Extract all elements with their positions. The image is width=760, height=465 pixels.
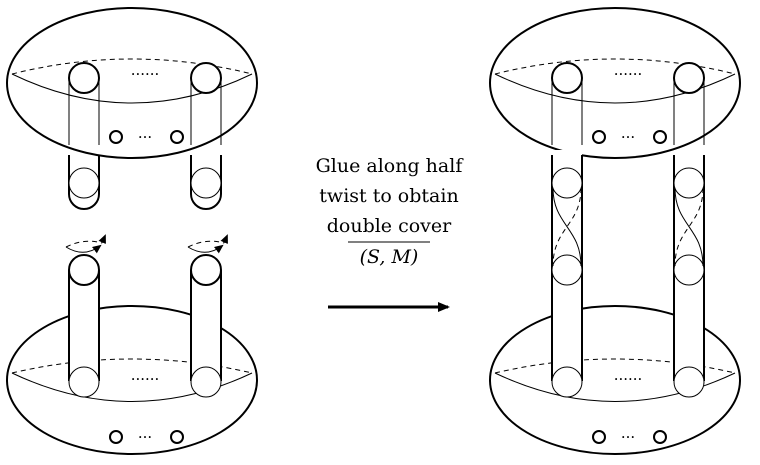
right-tube-left	[551, 62, 583, 398]
tube-mouth	[190, 62, 222, 94]
caption-line-4: (S, M)	[360, 246, 419, 268]
puncture-ellipsis: ···	[138, 128, 152, 146]
left-bottom-tube-right	[190, 254, 222, 398]
right-tube-right	[673, 62, 705, 398]
right-top-body	[489, 7, 741, 159]
puncture-marker	[653, 430, 667, 444]
tube-base-circle	[68, 366, 100, 398]
tube-end-circle	[190, 254, 222, 286]
left-bottom-punctures: ···	[109, 428, 184, 446]
left-top-surface: ······ ···	[6, 7, 258, 210]
tube-base-circle	[673, 366, 705, 398]
right-bottom-front-rim	[494, 372, 736, 402]
puncture-marker	[170, 430, 184, 444]
tube-circle	[673, 167, 705, 199]
twist-arrow-left	[65, 234, 106, 254]
left-top-tube-left	[68, 62, 100, 210]
tube-circle	[551, 167, 583, 199]
puncture-ellipsis: ···	[138, 428, 152, 446]
left-top-back-rim	[11, 58, 253, 75]
puncture-marker	[592, 430, 606, 444]
half-twist-front	[552, 187, 582, 267]
puncture-ellipsis: ···	[621, 428, 635, 446]
right-double-cover: ······ ······ ··· ···	[489, 7, 741, 455]
left-bottom-surface: ······ ···	[6, 234, 258, 455]
right-bottom-body	[489, 305, 741, 455]
right-top-punctures: ···	[592, 128, 667, 146]
caption-line-1: Glue along half	[316, 155, 465, 177]
left-bottom-body	[6, 305, 258, 455]
left-top-tube-right	[190, 62, 222, 210]
left-top-body	[6, 7, 258, 159]
ellipsis-label: ······	[131, 370, 160, 388]
left-top-punctures: ···	[109, 128, 184, 146]
caption-line-3: double cover	[327, 215, 452, 237]
tube-end-circle	[190, 167, 222, 199]
right-top-back-rim	[494, 58, 736, 75]
twist-arrow-right	[187, 234, 228, 254]
puncture-ellipsis: ···	[621, 128, 635, 146]
tube-end-circle	[68, 254, 100, 286]
tube-base-circle	[190, 366, 222, 398]
ellipsis-label: ······	[614, 65, 643, 83]
tube-mouth	[68, 62, 100, 94]
half-twist-back	[552, 187, 582, 267]
ellipsis-label: ······	[131, 65, 160, 83]
left-bottom-front-rim	[11, 372, 253, 402]
right-bottom-punctures: ···	[592, 428, 667, 446]
caption: Glue along half twist to obtain double c…	[316, 155, 465, 312]
left-bottom-tube-left	[68, 254, 100, 398]
half-twist-back	[674, 187, 704, 267]
tube-mouth	[673, 62, 705, 94]
puncture-marker	[109, 430, 123, 444]
tube-circle	[673, 254, 705, 286]
tube-mouth	[551, 62, 583, 94]
ellipsis-label: ······	[614, 370, 643, 388]
half-twist-front	[674, 187, 704, 267]
caption-line-2: twist to obtain	[319, 185, 458, 207]
puncture-marker	[592, 130, 606, 144]
tube-base-circle	[551, 366, 583, 398]
puncture-marker	[109, 130, 123, 144]
tube-circle	[551, 254, 583, 286]
tube-end-circle	[68, 167, 100, 199]
puncture-marker	[170, 130, 184, 144]
puncture-marker	[653, 130, 667, 144]
